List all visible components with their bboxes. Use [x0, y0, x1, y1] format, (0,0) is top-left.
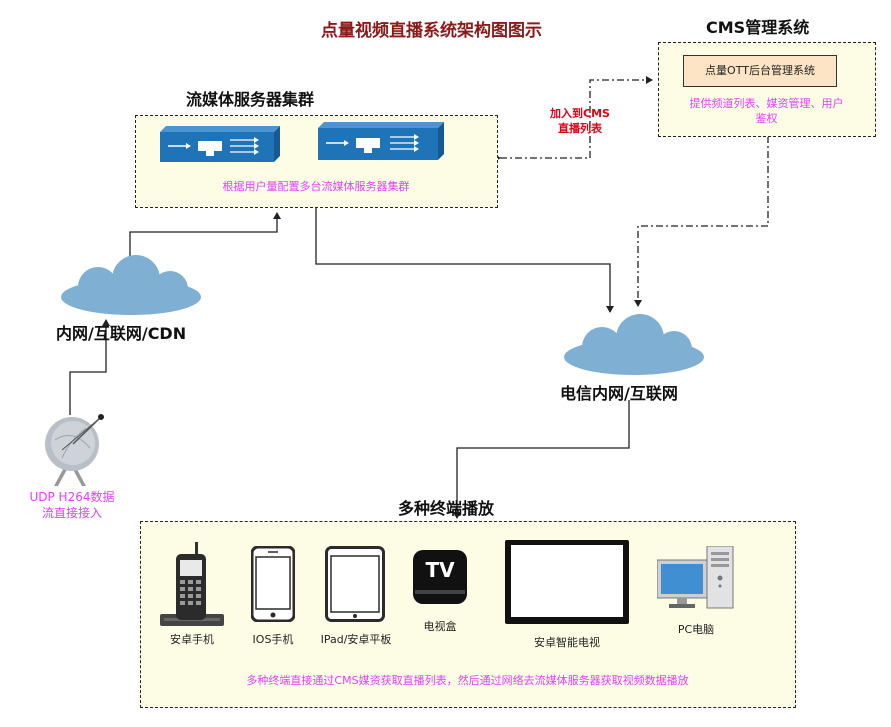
cms-panel: 点量OTT后台管理系统 提供频道列表、媒资管理、用户 鉴权	[658, 42, 876, 137]
telecom-cloud-label: 电信内网/互联网	[560, 384, 678, 403]
diagram-title: 点量视频直播系统架构图图示	[321, 21, 542, 41]
cms-desc-line1: 提供频道列表、媒资管理、用户	[689, 97, 844, 110]
cms-link-label: 加入到CMS 直播列表	[536, 106, 624, 136]
server-2-icon	[318, 122, 444, 160]
tablet-icon	[325, 546, 385, 622]
device-label-pc: PC电脑	[677, 623, 715, 636]
cdn-cloud-label: 内网/互联网/CDN	[56, 324, 187, 343]
device-label-ios-phone: IOS手机	[252, 633, 294, 646]
cms-heading: CMS管理系统	[706, 18, 810, 37]
satellite-label-line2: 流直接接入	[41, 506, 102, 520]
cdn-to-stream-line	[129, 212, 281, 258]
stream-panel: 根据用户量配置多台流媒体服务器集群	[135, 115, 498, 208]
smartphone-icon	[251, 546, 295, 622]
terminals-panel: 安卓手机 IOS手机 IPad/安卓平板 TV 电视盒 安卓智能电视	[140, 521, 796, 708]
stream-heading: 流媒体服务器集群	[186, 90, 315, 109]
stream-desc: 根据用户量配置多台流媒体服务器集群	[222, 180, 410, 193]
satellite-dish-icon	[45, 414, 104, 486]
satellite-to-cdn-line	[69, 319, 110, 415]
telecom-to-terminals-line	[453, 400, 630, 519]
tv-box-icon	[413, 550, 467, 604]
pc-icon	[657, 546, 734, 609]
stream-to-telecom-line	[315, 208, 614, 313]
server-1-icon	[160, 126, 280, 162]
device-label-tablet: IPad/安卓平板	[320, 633, 392, 646]
cms-link-line2: 直播列表	[558, 122, 602, 135]
cms-to-telecom-link	[634, 136, 769, 307]
telecom-cloud-icon	[564, 314, 704, 375]
satellite-label: UDP H264数据 流直接接入	[12, 489, 132, 521]
stream-cms-link	[494, 76, 653, 162]
device-label-android-phone: 安卓手机	[170, 633, 214, 646]
terminals-heading: 多种终端播放	[398, 499, 495, 518]
device-label-tv-box: 电视盒	[423, 620, 457, 633]
smart-tv-icon	[505, 540, 629, 624]
cdn-cloud-icon	[61, 255, 201, 315]
cms-link-line1: 加入到CMS	[550, 107, 610, 120]
tv-box-glyph: TV	[425, 558, 455, 582]
terminals-desc: 多种终端直接通过CMS媒资获取直播列表，然后通过网络去流媒体服务器获取视频数据播…	[246, 674, 689, 687]
cms-desc-line2: 鉴权	[755, 112, 778, 125]
phone-icon	[160, 542, 224, 626]
cms-ott-box: 点量OTT后台管理系统	[683, 55, 837, 87]
satellite-label-line1: UDP H264数据	[29, 490, 115, 504]
device-label-smart-tv: 安卓智能电视	[534, 636, 600, 649]
